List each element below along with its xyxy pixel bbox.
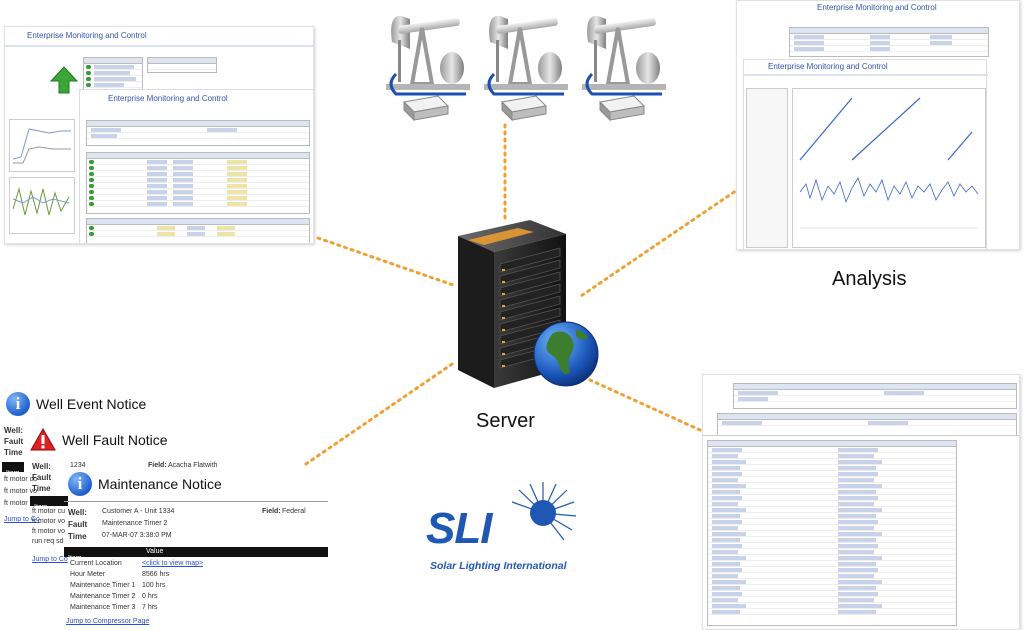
analysis-label: Analysis	[832, 268, 907, 290]
connector-left-bottom	[304, 360, 457, 466]
maint-row-3-value: 100 hrs	[142, 582, 166, 589]
maint-field-label: Field:	[262, 508, 281, 515]
maint-table-header: Item Value	[64, 547, 328, 562]
maint-time-value: 07-MAR-07 3:38:0 PM	[102, 532, 172, 539]
sli-logo: SLI Solar Lighting International	[426, 480, 596, 576]
pumpjack-icon-1	[386, 15, 470, 96]
monitoring-title-2: Enterprise Monitoring and Control	[108, 94, 228, 103]
fault-item-3: ft motor sp	[4, 500, 38, 507]
modem-icon-1	[402, 95, 450, 122]
fault-time-label: Time	[32, 484, 51, 493]
trend-charts	[9, 119, 75, 234]
fault-item-4: ft motor cu	[32, 508, 66, 515]
info-icon: i	[6, 392, 30, 416]
maint-fault-label: Fault	[68, 520, 88, 529]
monitoring-screenshot: Enterprise Monitoring and Control Enterp…	[4, 26, 314, 244]
fault-jump-link-2[interactable]: Jump to Co	[32, 556, 68, 563]
analysis-screenshot: Enterprise Monitoring and Control Enterp…	[736, 0, 1020, 250]
analysis-chart	[792, 88, 986, 248]
maint-well-label: Well:	[68, 508, 87, 517]
maint-time-label: Time	[68, 532, 87, 541]
maint-col-value: Value	[146, 548, 164, 555]
maint-row-1-item: Current Location	[70, 560, 122, 567]
maint-row-4-item: Maintenance Timer 2	[70, 593, 136, 600]
analysis-title-back: Enterprise Monitoring and Control	[817, 3, 937, 12]
fault-item-1: ft motor cu	[4, 476, 38, 483]
maint-field-value: Federal	[282, 508, 306, 515]
info-icon-maintenance: i	[68, 472, 92, 496]
monitoring-title: Enterprise Monitoring and Control	[27, 31, 147, 40]
maint-row-1-value[interactable]: <click to view map>	[142, 560, 204, 567]
event-notice-title: Well Event Notice	[36, 396, 147, 412]
maint-row-4-value: 0 hrs	[142, 593, 158, 600]
pumpjack-icon-3	[582, 15, 666, 96]
fault-field-label: Field:	[148, 462, 167, 469]
fault-well-value: 1234	[70, 462, 86, 469]
sli-logo-name: Solar Lighting International	[430, 560, 567, 572]
fault-item-header: Item	[2, 462, 24, 477]
pumpjack-icon-2	[484, 15, 568, 96]
maint-row-3-item: Maintenance Timer 1	[70, 582, 136, 589]
server-label: Server	[476, 410, 535, 432]
maintenance-notice-title: Maintenance Notice	[98, 476, 222, 492]
event-well-label: Well:	[4, 426, 23, 435]
maint-well-value: Customer A - Unit 1334	[102, 508, 175, 515]
maint-row-2-value: 8566 hrs	[142, 571, 170, 578]
warning-icon	[30, 428, 56, 451]
event-fault-label: Fault	[4, 437, 24, 446]
sun-burst-icon	[511, 482, 577, 541]
fault-fault-label: Fault	[32, 473, 52, 482]
analysis-title: Enterprise Monitoring and Control	[768, 62, 888, 71]
maint-jump-link[interactable]: Jump to Compressor Page	[66, 618, 150, 625]
pumpjack-group	[386, 15, 666, 122]
fault-item-5: ft motor vo	[32, 518, 66, 525]
up-arrow-icon	[49, 66, 79, 94]
modem-icon-3	[598, 95, 646, 122]
report-screenshot	[702, 374, 1020, 630]
event-time-label: Time	[4, 448, 23, 457]
fault-item-2: ft motor vo	[4, 488, 38, 495]
fault-item-6: ft motor vo	[32, 528, 66, 535]
maintenance-notice: i Maintenance Notice	[64, 472, 332, 502]
fault-field-value: Acacha Flatwith	[168, 462, 218, 469]
fault-well-label: Well:	[32, 462, 51, 471]
connector-left-top	[316, 236, 455, 287]
maint-row-5-item: Maintenance Timer 3	[70, 604, 136, 611]
fault-item-header-2: Item	[30, 496, 68, 511]
server-icon	[458, 220, 599, 388]
globe-icon	[533, 321, 599, 387]
maint-row-2-item: Hour Meter	[70, 571, 106, 578]
modem-icon-2	[500, 95, 548, 122]
event-notice: i Well Event Notice	[4, 390, 304, 430]
maint-fault-value: Maintenance Timer 2	[102, 520, 168, 527]
fault-notice-title: Well Fault Notice	[62, 432, 168, 448]
sli-logo-mark: SLI	[426, 504, 492, 553]
fault-notice: Well Fault Notice	[28, 424, 304, 460]
fault-item-7: run req sd	[32, 538, 64, 545]
maint-row-5-value: 7 hrs	[142, 604, 158, 611]
fault-jump-link[interactable]: Jump to Co	[4, 516, 40, 523]
maint-col-item: Item	[68, 555, 82, 562]
